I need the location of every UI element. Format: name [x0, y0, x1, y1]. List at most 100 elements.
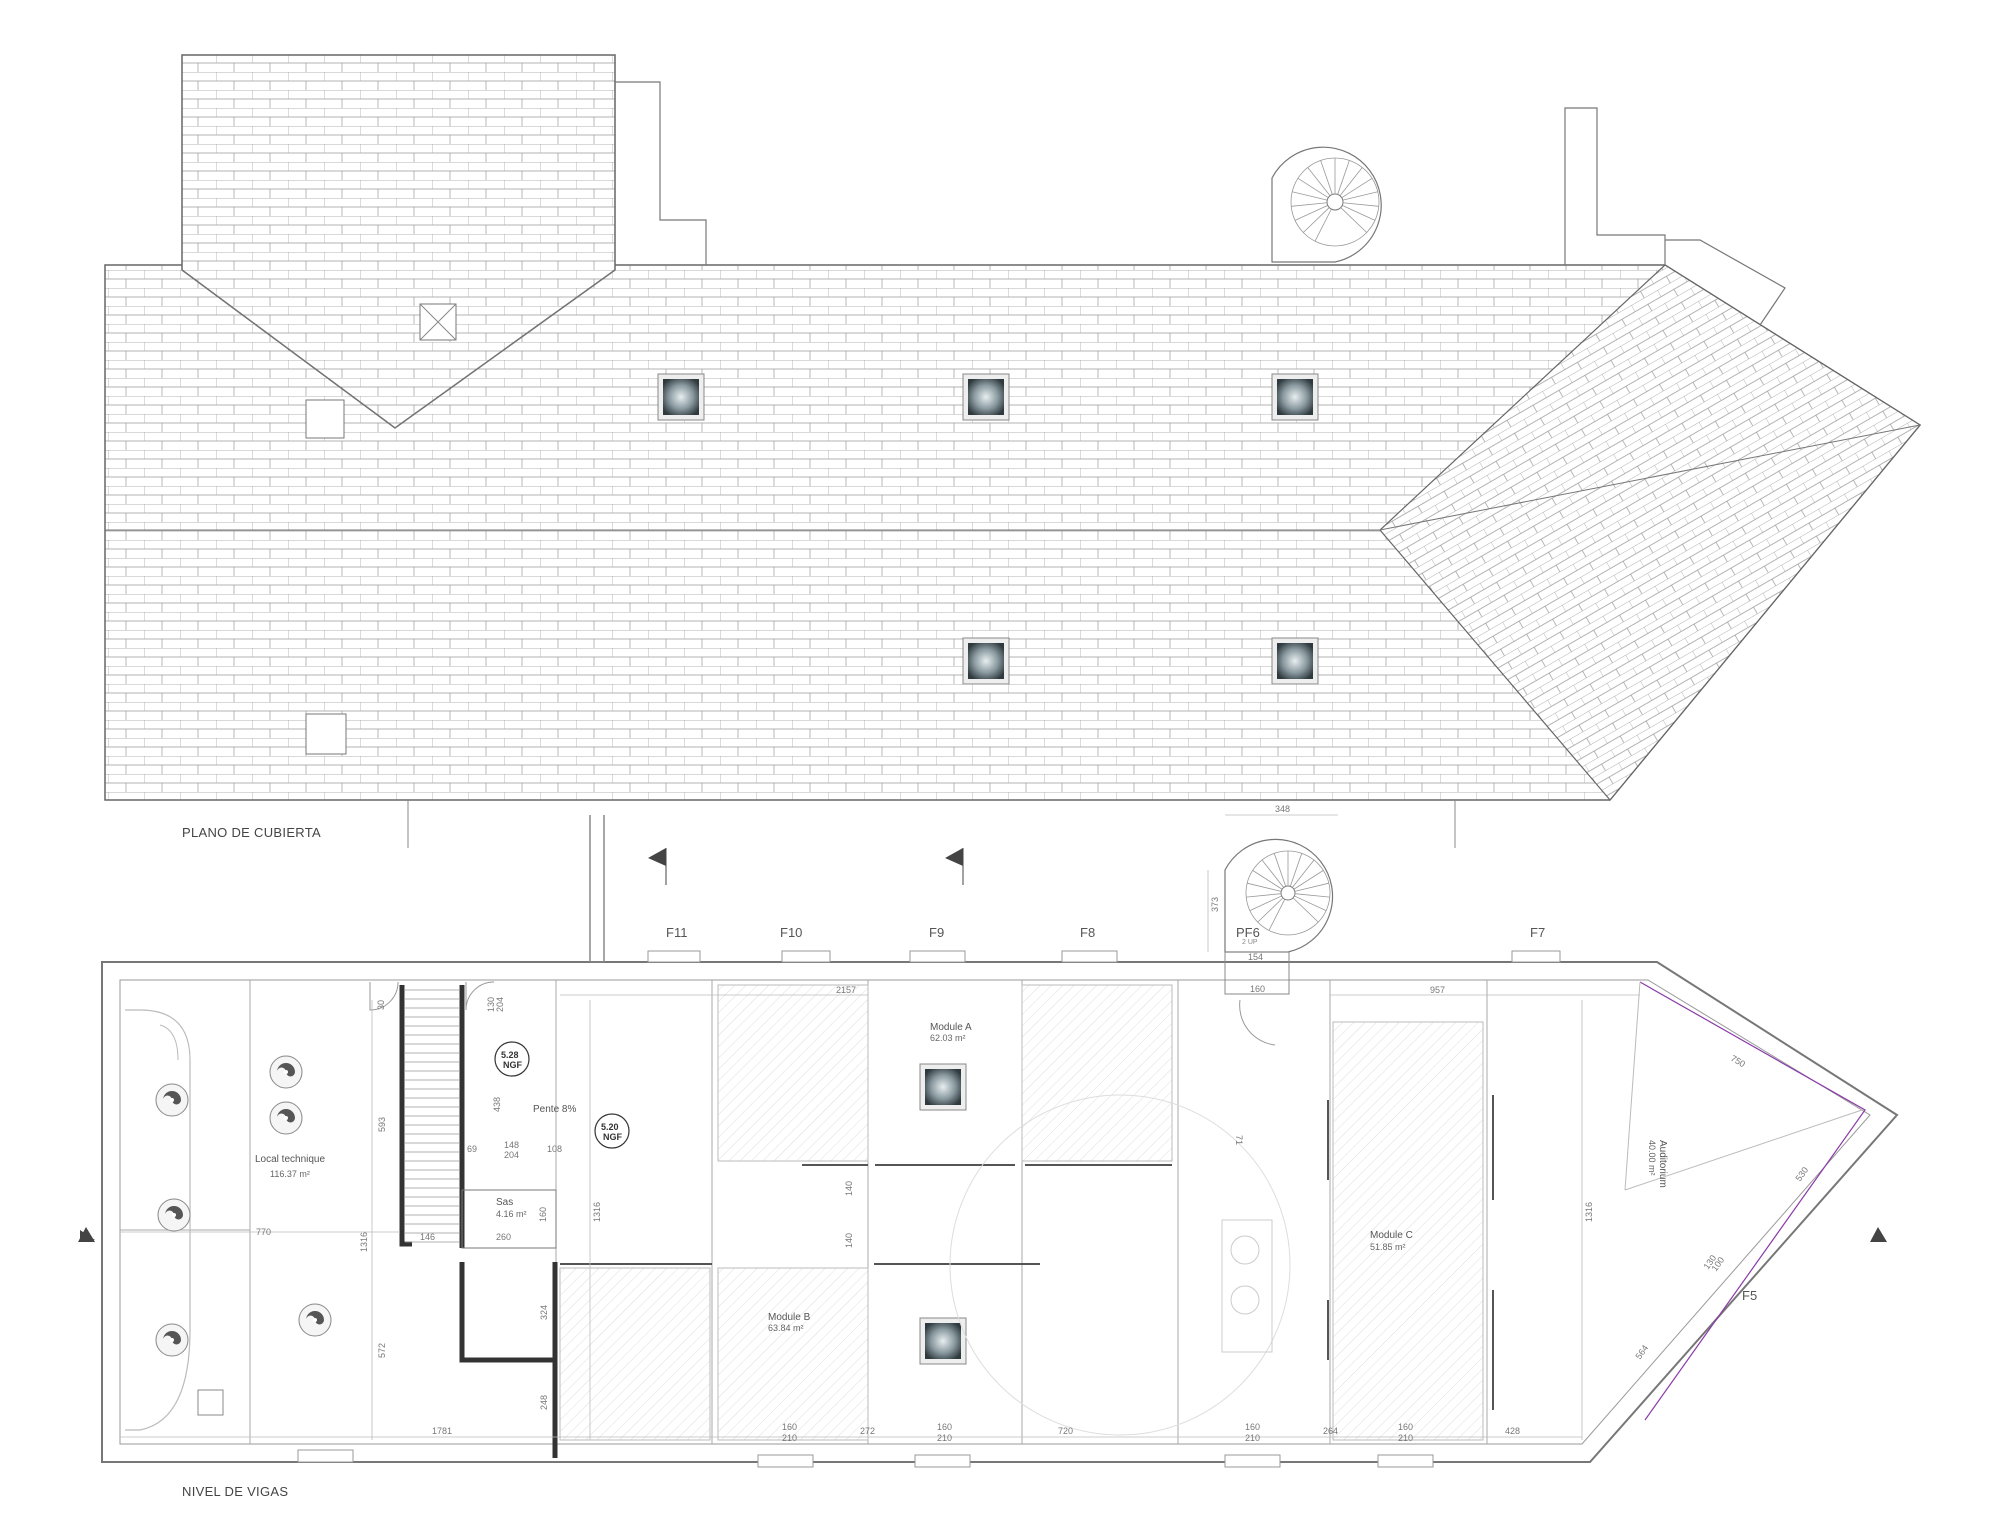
- grid-label-f7: F7: [1530, 925, 1545, 940]
- stair-tread: [1257, 897, 1284, 923]
- room-auditorium-name: Auditorium: [1657, 1140, 1668, 1188]
- beam-level-plan: 2 UP: [78, 815, 1899, 1468]
- dim-top-span-a: 2157: [836, 985, 856, 995]
- floor-hatch: [197, 1389, 224, 1416]
- room-module-c-area: 51.85 m²: [1370, 1242, 1406, 1252]
- ventilation-duct: [125, 1009, 191, 1431]
- dim-window-210-c: 210: [1245, 1433, 1260, 1443]
- spiral-stair-plan: 2 UP: [1224, 838, 1334, 995]
- fan-icon: [155, 1083, 189, 1117]
- grid-label-f10: F10: [780, 925, 802, 940]
- dim-left-lower: 572: [377, 1343, 387, 1358]
- dim-stair-438: 438: [492, 1097, 502, 1112]
- level-marker-upper: [494, 1041, 530, 1077]
- dim-window-210-d: 210: [1398, 1433, 1413, 1443]
- dim-140-a: 140: [844, 1181, 854, 1196]
- stair-tread: [1261, 859, 1284, 888]
- dim-window-160-d: 160: [1398, 1422, 1413, 1432]
- room-auditorium-area: 40.00 m²: [1647, 1140, 1657, 1176]
- ventilation-fans: [155, 1055, 332, 1357]
- roof-plan-title: PLANO DE CUBIERTA: [182, 825, 321, 840]
- level-ref-lower: NGF: [603, 1132, 623, 1142]
- dim-window-160-c: 160: [1245, 1422, 1260, 1432]
- module-c-hatch: [1332, 1021, 1484, 1441]
- roof-skylights: [657, 373, 1319, 685]
- stair-tread: [1273, 853, 1287, 887]
- dim-71: 71: [1234, 1135, 1244, 1145]
- stair-tread: [1320, 160, 1333, 195]
- dim-window-160-b: 160: [937, 1422, 952, 1432]
- grid-label-f5: F5: [1742, 1288, 1757, 1303]
- stair-tread: [1314, 208, 1332, 242]
- stair-tread: [1247, 882, 1282, 892]
- stair-tread: [1307, 167, 1331, 196]
- roof-parapet-west: [615, 81, 707, 265]
- stair-tread: [1252, 870, 1283, 890]
- dim-left-total: 1316: [359, 1232, 369, 1252]
- beam-level-title: NIVEL DE VIGAS: [182, 1484, 288, 1499]
- stair-tread: [1292, 859, 1315, 888]
- stair-tread: [1291, 202, 1328, 207]
- stair-up-note: 2 UP: [1242, 939, 1258, 946]
- dim-69: 69: [467, 1144, 477, 1154]
- room-module-b-name: Module B: [768, 1312, 811, 1323]
- grid-label-f11: F11: [666, 925, 687, 940]
- room-sas-area: 4.16 m²: [496, 1209, 527, 1219]
- room-module-a-name: Module A: [930, 1022, 972, 1033]
- dim-204-b: 204: [495, 997, 505, 1012]
- grid-label-f9: F9: [929, 925, 944, 940]
- stair-tread: [1289, 853, 1303, 887]
- dim-stair-depth: 373: [1210, 897, 1220, 912]
- outer-wall: [101, 961, 1899, 1463]
- stair-tread: [1337, 160, 1350, 195]
- stair-tread: [1294, 895, 1327, 911]
- stair-tread: [1292, 897, 1319, 923]
- dim-window-210-b: 210: [937, 1433, 952, 1443]
- spiral-stair-roof: [1271, 146, 1382, 263]
- stair-tread: [1297, 177, 1329, 199]
- auditorium-wall: [1639, 981, 1866, 1421]
- stair-tread: [1340, 207, 1367, 233]
- roof-parapet-east: [1564, 107, 1666, 265]
- flag-marker-1: [648, 848, 666, 866]
- level-value-upper: 5.28: [501, 1050, 519, 1060]
- stair-tread: [1294, 893, 1330, 898]
- stair-tread: [1268, 899, 1286, 931]
- dim-148: 148: [504, 1140, 519, 1150]
- roof-terrace-east: [1665, 239, 1786, 326]
- dim-local-width: 770: [256, 1227, 271, 1237]
- stair-tread: [1292, 191, 1328, 201]
- dim-corr-146: 146: [420, 1232, 435, 1242]
- room-sas-name: Sas: [496, 1197, 513, 1208]
- dim-sas-160: 160: [538, 1207, 548, 1222]
- stair-tread: [1342, 191, 1378, 201]
- dim-bottom-720: 720: [1058, 1426, 1073, 1436]
- fan-icon: [157, 1198, 191, 1232]
- stair-tread: [1342, 202, 1379, 207]
- dim-140-b: 140: [844, 1233, 854, 1248]
- fan-icon: [269, 1055, 303, 1089]
- room-module-c-name: Module C: [1370, 1230, 1413, 1241]
- slope-label: Pente 8%: [533, 1104, 576, 1115]
- roof-plan: [104, 54, 1922, 848]
- dim-sas-260: 260: [496, 1232, 511, 1242]
- straight-stair: [405, 989, 459, 1243]
- dim-108: 108: [547, 1144, 562, 1154]
- grid-label-f8: F8: [1080, 925, 1095, 940]
- stair-tread: [1303, 207, 1330, 233]
- roof-hatch-2: [305, 399, 345, 439]
- dim-mid-total: 1316: [592, 1202, 602, 1222]
- stair-tread: [1246, 893, 1282, 898]
- dim-30: 30: [376, 1000, 386, 1010]
- dim-130: 130: [486, 997, 496, 1012]
- room-local-technique-name: Local technique: [255, 1154, 325, 1165]
- module-b-hatch: [559, 1267, 711, 1441]
- dim-window-160-a: 160: [782, 1422, 797, 1432]
- dim-324: 324: [539, 1305, 549, 1320]
- grid-label-pf6: PF6: [1236, 925, 1260, 940]
- dim-bottom-272: 272: [860, 1426, 875, 1436]
- dim-248: 248: [539, 1395, 549, 1410]
- dim-stair-width: 348: [1275, 804, 1290, 814]
- flag-marker-2: [945, 848, 963, 866]
